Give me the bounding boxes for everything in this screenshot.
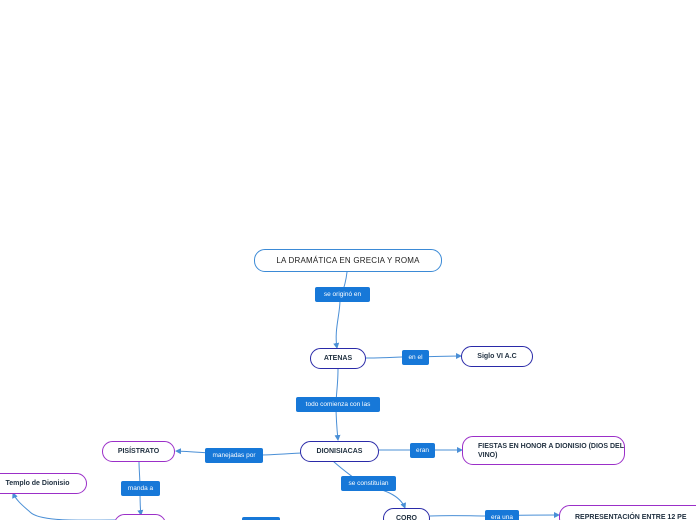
node-dionisiacas[interactable]: DIONISIACAS — [300, 441, 379, 462]
node-coro[interactable]: CORO — [383, 508, 430, 520]
link-label-partial[interactable] — [242, 517, 280, 520]
node-pisistrato-child[interactable] — [114, 514, 166, 520]
node-pisistrato[interactable]: PISÍSTRATO — [102, 441, 175, 462]
node-templo-de-dionisio[interactable]: Templo de Dionisio — [0, 473, 87, 494]
node-atenas[interactable]: ATENAS — [310, 348, 366, 369]
link-label-era-una[interactable]: era una — [485, 510, 519, 520]
edge-to-templo — [12, 492, 115, 520]
link-label-en-el[interactable]: en el — [402, 350, 429, 365]
node-representacion[interactable]: REPRESENTACIÓN ENTRE 12 PE — [559, 505, 696, 520]
root-topic[interactable]: LA DRAMÁTICA EN GRECIA Y ROMA — [254, 249, 442, 272]
link-label-manejadas-por[interactable]: manejadas por — [205, 448, 263, 463]
link-label-manda-a[interactable]: manda a — [121, 481, 160, 496]
node-fiestas[interactable]: FIESTAS EN HONOR A DIONISIO (DIOS DEL VI… — [462, 436, 625, 465]
link-label-eran[interactable]: eran — [410, 443, 435, 458]
node-siglo-vi[interactable]: Siglo VI A.C — [461, 346, 533, 367]
edge-root-atenas — [333, 271, 348, 349]
link-label-se-constituian[interactable]: se constituían — [341, 476, 396, 491]
link-label-todo-comienza[interactable]: todo comienza con las — [296, 397, 380, 412]
link-label-se-origino-en[interactable]: se originó en — [315, 287, 370, 302]
